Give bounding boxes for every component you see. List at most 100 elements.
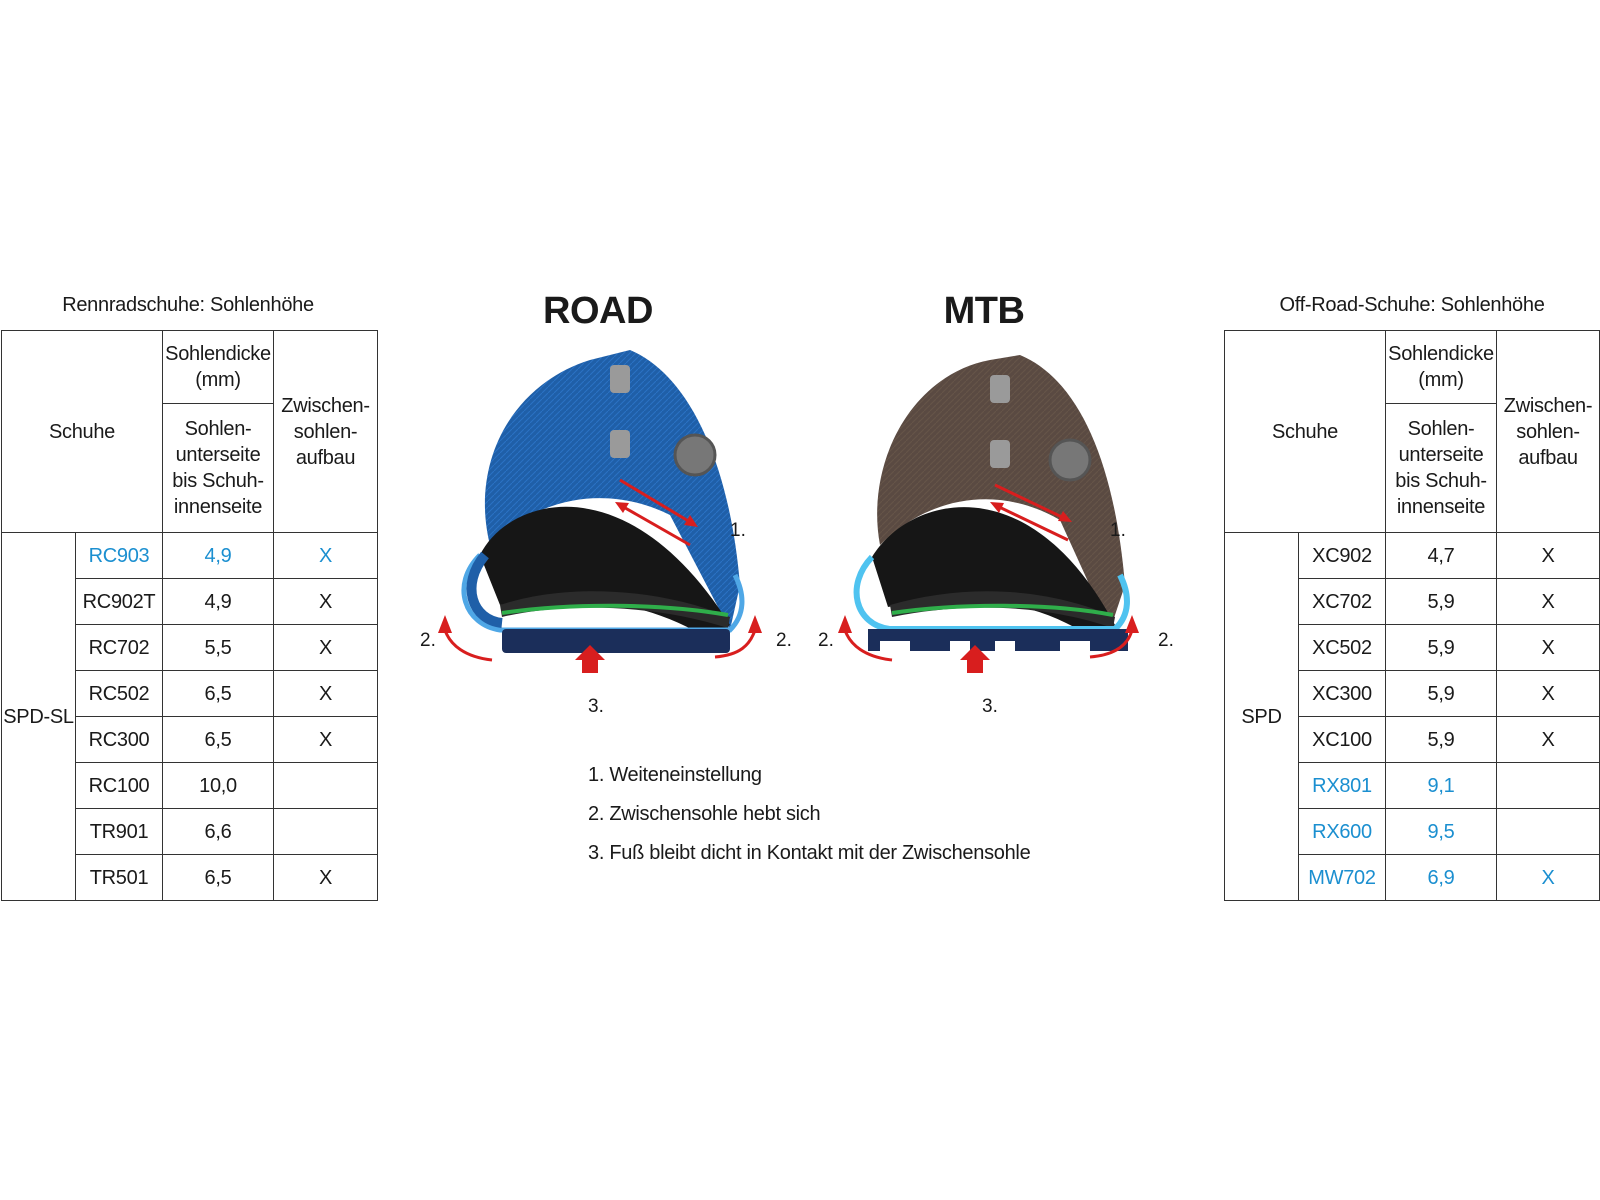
header-thickness: Sohlendicke (mm) [1385,330,1497,404]
legend-item: 3. Fuß bleibt dicht in Kontakt mit der Z… [588,842,1031,864]
midsole-cell: X [1496,854,1600,901]
thickness-cell: 6,5 [162,670,274,717]
road-label-3: 3. [588,696,604,717]
model-cell: RX801 [1298,762,1386,809]
header-midsole: Zwischen-sohlen-aufbau [273,330,378,533]
thickness-cell: 9,1 [1385,762,1497,809]
legend-item: 2. Zwischensohle hebt sich [588,803,821,825]
mtb-outsole [868,629,1128,651]
model-cell: XC502 [1298,624,1386,671]
legend-item: 1. Weiteneinstellung [588,764,762,786]
model-cell: MW702 [1298,854,1386,901]
thickness-cell: 5,9 [1385,578,1497,625]
model-cell: TR501 [75,854,163,901]
strap-buckle-icon [610,430,630,458]
midsole-cell: X [273,716,378,763]
mtb-label-2-left: 2. [818,630,834,651]
midsole-cell [1496,762,1600,809]
road-title: ROAD [543,290,653,332]
thickness-cell: 6,5 [162,854,274,901]
offroad-shoe-table: Schuhe Sohlendicke (mm) Zwischen-sohlen-… [1224,330,1600,901]
left-table-caption: Rennradschuhe: Sohlenhöhe [62,294,314,316]
mtb-label-2-right: 2. [1158,630,1174,651]
thickness-cell: 4,7 [1385,532,1497,579]
header-shoes: Schuhe [1224,330,1386,533]
model-cell: XC702 [1298,578,1386,625]
model-cell: TR901 [75,808,163,855]
model-cell: RC100 [75,762,163,809]
midsole-cell: X [1496,624,1600,671]
thickness-cell: 5,9 [1385,716,1497,763]
dial-closure-icon [1048,438,1092,482]
strap-buckle-icon [610,365,630,393]
dial-closure-icon [673,433,717,477]
road-outsole [502,629,730,653]
midsole-cell: X [273,670,378,717]
road-label-1: 1. [730,520,746,541]
model-cell: RC903 [75,532,163,579]
legend: 1. Weiteneinstellung 2. Zwischensohle he… [588,756,1031,873]
road-shoe-table: Schuhe Sohlendicke (mm) Zwischen-sohlen-… [1,330,378,901]
thickness-cell: 6,6 [162,808,274,855]
midsole-cell: X [273,532,378,579]
strap-buckle-icon [990,375,1010,403]
mtb-shoe-illustration [838,355,1139,673]
header-thickness-sub: Sohlen-unterseite bis Schuh-innenseite [1385,403,1497,533]
road-label-2-right: 2. [776,630,792,651]
midsole-cell: X [273,624,378,671]
thickness-cell: 6,5 [162,716,274,763]
header-thickness-sub: Sohlen-unterseite bis Schuh-innenseite [162,403,274,533]
header-thickness: Sohlendicke (mm) [162,330,274,404]
midsole-cell [1496,808,1600,855]
header-midsole: Zwischen-sohlen-aufbau [1496,330,1600,533]
midsole-cell: X [1496,532,1600,579]
group-label: SPD [1224,532,1299,901]
road-label-2-left: 2. [420,630,436,651]
model-cell: RC702 [75,624,163,671]
model-cell: XC100 [1298,716,1386,763]
midsole-cell: X [1496,716,1600,763]
thickness-cell: 4,9 [162,532,274,579]
midsole-cell: X [1496,578,1600,625]
thickness-cell: 5,9 [1385,624,1497,671]
model-cell: RC502 [75,670,163,717]
thickness-cell: 4,9 [162,578,274,625]
model-cell: XC300 [1298,670,1386,717]
thickness-cell: 6,9 [1385,854,1497,901]
group-label: SPD-SL [1,532,76,901]
thickness-cell: 9,5 [1385,808,1497,855]
right-table-caption: Off-Road-Schuhe: Sohlenhöhe [1279,294,1545,316]
thickness-cell: 5,9 [1385,670,1497,717]
strap-buckle-icon [990,440,1010,468]
mtb-label-3: 3. [982,696,998,717]
header-shoes: Schuhe [1,330,163,533]
road-shoe-illustration [438,350,762,673]
model-cell: RC902T [75,578,163,625]
model-cell: XC902 [1298,532,1386,579]
pressure-arrow-icon [575,645,605,673]
model-cell: RX600 [1298,808,1386,855]
pressure-arrow-icon [960,645,990,673]
midsole-cell: X [273,854,378,901]
midsole-cell [273,762,378,809]
mtb-title: MTB [943,290,1025,332]
midsole-cell [273,808,378,855]
mtb-label-1: 1. [1110,520,1126,541]
thickness-cell: 10,0 [162,762,274,809]
midsole-cell: X [1496,670,1600,717]
midsole-cell: X [273,578,378,625]
